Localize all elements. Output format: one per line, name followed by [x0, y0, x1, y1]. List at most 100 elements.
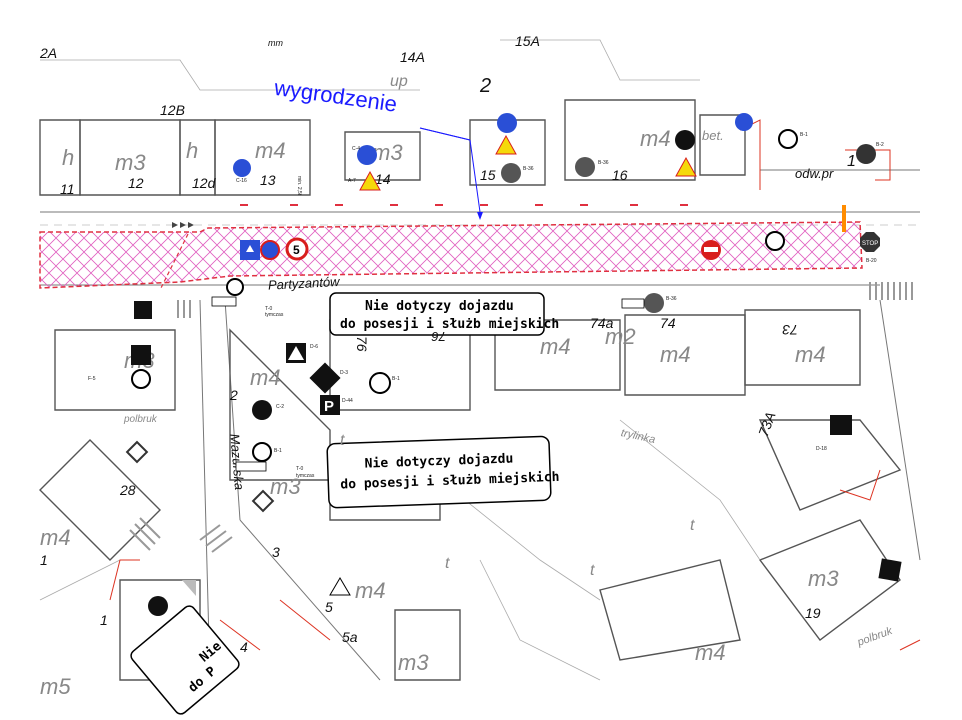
map-label: h — [62, 145, 74, 170]
map-label: up — [390, 73, 408, 90]
map-label: m2 — [605, 324, 636, 349]
map-label: 12d — [192, 175, 217, 191]
t0-plate-3 — [621, 298, 645, 309]
map-label: F-5 — [88, 376, 96, 382]
d18-sign-icon — [830, 415, 852, 435]
map-label: 15 — [480, 167, 496, 183]
map-label: m5 — [40, 674, 71, 699]
map-label: m4 — [40, 525, 71, 550]
b1-sign-icon-4 — [369, 372, 391, 394]
map-label: m4 — [695, 640, 726, 665]
map-label: B-1 — [274, 448, 282, 454]
map-label: Nie dotyczy dojazdu — [365, 299, 514, 314]
t0-plate-2 — [235, 461, 267, 472]
map-label: B-20 — [866, 258, 877, 264]
label-mm: mm — [268, 38, 283, 48]
map-label: 2A — [39, 45, 57, 61]
parcel-lines — [39, 39, 761, 681]
c4-sign-icon-3 — [675, 130, 695, 150]
b1-sign-icon — [778, 129, 798, 149]
map-label: m4 — [255, 138, 286, 163]
speed-limit-sign-icon — [285, 237, 309, 261]
map-label: t — [690, 517, 695, 534]
map-label: D-18 — [816, 446, 827, 452]
map-label: D-6 — [310, 344, 318, 350]
map-label: 14A — [400, 49, 425, 65]
label-odw: odw.pr — [795, 166, 834, 181]
map-label: 74 — [660, 315, 676, 331]
label-polbruk-1: polbruk — [123, 414, 158, 425]
map-label: t — [590, 562, 595, 579]
warning-sign-icon-2 — [329, 577, 351, 596]
map-label: m4 — [660, 342, 691, 367]
a7-sign-icon-3 — [675, 156, 697, 177]
map-label: 12 — [128, 175, 144, 191]
map-label: B-36 — [523, 166, 534, 172]
sign-codes: B-1 B-36 B-36 B-36 B-2 C-4 A-7 D-6 D-3 D… — [88, 132, 884, 479]
map-label: 5a — [342, 629, 358, 645]
map-label: D-3 — [340, 370, 348, 376]
map-label: do posesji i służb miejskich — [340, 317, 559, 332]
map-label: tymczas — [296, 473, 315, 479]
crosswalks — [129, 282, 913, 553]
house-numbers: 2A 14A 15A 12B 11 12 12d 13 14 15 16 1 7… — [39, 33, 856, 655]
priority-sign-icon — [125, 440, 149, 464]
map-label: 5 — [325, 599, 333, 615]
a7-sign-icon-2 — [495, 134, 517, 155]
c16-sign-icon-2 — [735, 113, 753, 131]
map-label: A-7 — [348, 178, 356, 184]
c4-sign-icon — [357, 145, 377, 165]
map-label: tymczas — [265, 312, 284, 318]
parking-sign-icon-2 — [131, 345, 151, 365]
signs: 5 STOP P — [125, 113, 902, 616]
c4-sign-icon-2 — [497, 113, 517, 133]
chevron-markers — [172, 222, 194, 228]
street-partyzantow: Partyzantów — [268, 274, 342, 293]
priority-sign-icon-2 — [251, 489, 275, 513]
c2-sign-icon-2 — [148, 596, 168, 616]
d6-sign-icon-3 — [878, 558, 902, 582]
map-label: T-0 — [265, 306, 272, 312]
stop-sign-icon — [860, 232, 880, 252]
map-label: 13 — [260, 172, 276, 188]
b1-sign-icon-2 — [226, 278, 244, 296]
map-label: B-36 — [666, 296, 677, 302]
map-label: 1 — [847, 153, 856, 170]
zone-diagonal — [159, 233, 189, 291]
map-label: m4 — [250, 365, 281, 390]
map-label: m3 — [398, 650, 429, 675]
map-label: m4 — [640, 126, 671, 151]
map-label: B-1 — [392, 376, 400, 382]
map-label: B-36 — [598, 160, 609, 166]
map-label: t — [340, 432, 345, 449]
map-label: 15A — [515, 33, 540, 49]
buildings — [39, 99, 902, 681]
map-label: D-44 — [342, 398, 353, 404]
map-label: m4 — [355, 578, 386, 603]
warning-sign-icon — [182, 580, 196, 596]
c2-sign-icon — [252, 400, 272, 420]
note-box-3: Nie do P — [130, 605, 240, 715]
map-label: 3 — [272, 544, 280, 560]
map-label: C-2 — [276, 404, 284, 410]
map-label: 16 — [612, 167, 628, 183]
map-label: 74a — [590, 315, 614, 331]
t0-plate — [211, 296, 237, 307]
map-label: m4 — [795, 342, 826, 367]
b1-sign-icon-6 — [765, 231, 785, 251]
map-label: 76 — [431, 329, 446, 344]
label-polbruk-2: polbruk — [855, 625, 894, 649]
map-label: 73A — [755, 410, 779, 439]
b36-sign-icon-3 — [644, 293, 664, 313]
map-label: m3 — [115, 150, 146, 175]
label-min-weight: min. 2,5t — [296, 176, 302, 196]
map-label: 2 — [229, 387, 238, 403]
map-label: 73 — [782, 322, 798, 338]
annotation-text: wygrodzenie — [272, 75, 399, 117]
map-label: 76 — [354, 336, 370, 352]
d3-sign-icon — [309, 362, 341, 394]
b36-sign-icon-2 — [575, 157, 595, 177]
map-label: B-2 — [876, 142, 884, 148]
c16-sign-icon — [233, 159, 251, 177]
